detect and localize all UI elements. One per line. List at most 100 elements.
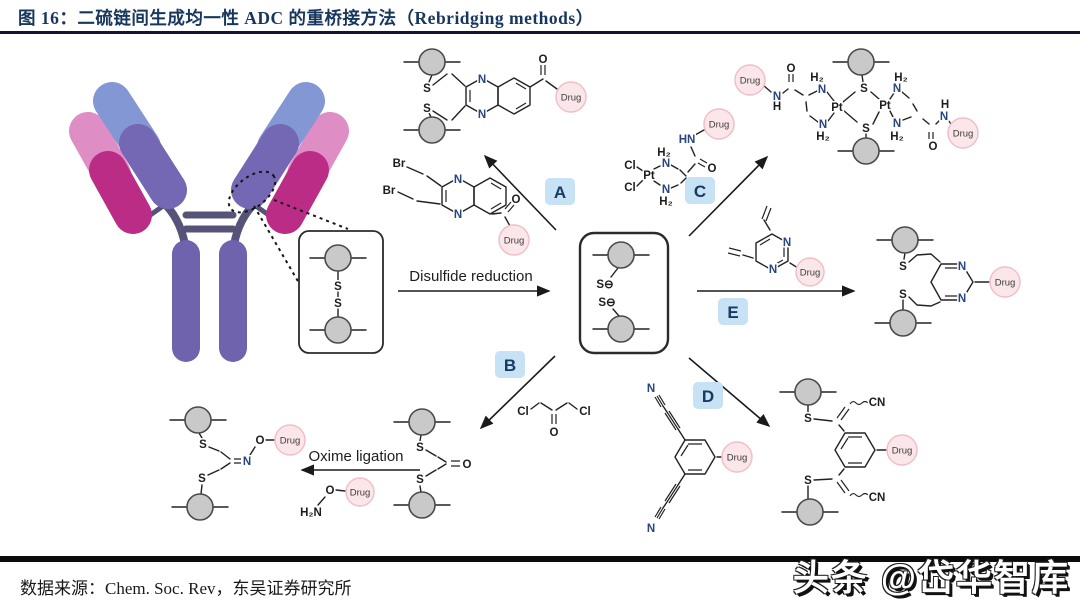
atom-labels: S⊖S⊖SSSSNNOBrBrNNOClClPtH₂NNH₂HNOONHH₂NN…	[197, 53, 968, 537]
e-reagent-vinyl-doubles	[727, 205, 772, 257]
atom-label: Cl	[624, 160, 636, 172]
atom-label: Br	[393, 158, 406, 170]
drug-node	[498, 224, 530, 256]
atom-label: H₂N	[300, 507, 322, 519]
drug-node	[989, 266, 1021, 298]
drug-label: Drug	[800, 268, 821, 279]
d-product-squiggle-bond	[849, 492, 869, 498]
antibody-chain-node	[889, 309, 917, 337]
hub-bonds	[610, 267, 620, 317]
antibody-chain-node	[796, 498, 824, 526]
pathway-badge-d	[693, 382, 723, 409]
reaction-arrows: Disulfide reduction Oxime ligation	[300, 154, 856, 476]
e-product-ring-doubles	[945, 267, 959, 297]
atom-label: O	[512, 194, 521, 206]
antibody-chain-node	[891, 226, 919, 254]
atom-label: S	[899, 261, 907, 273]
atom-label: S⊖	[598, 297, 616, 309]
drug-node	[274, 424, 306, 456]
atom-label: N	[783, 237, 791, 249]
d-reagent-triple-bonds	[654, 394, 681, 520]
atom-label: S	[860, 83, 868, 95]
drug-node	[555, 81, 587, 113]
atom-label: Cl	[579, 406, 591, 418]
atom-label: S	[423, 83, 431, 95]
atom-label: N	[893, 118, 901, 130]
antibody-chain-node	[418, 116, 446, 144]
atom-label: S	[804, 475, 812, 487]
drug-node	[703, 108, 735, 140]
atom-label: S	[862, 123, 870, 135]
e-reagent-ring-doubles	[759, 238, 785, 266]
antibody-chain-node	[607, 315, 635, 343]
atom-label: O	[539, 54, 548, 66]
title-divider	[0, 31, 1080, 34]
drug-label: Drug	[740, 76, 761, 87]
drug-label: Drug	[953, 129, 974, 140]
antibody-chain-node	[794, 378, 822, 406]
d-product-squiggle-bond	[849, 400, 869, 406]
pathway-badge-a	[545, 178, 575, 205]
atom-label: S	[423, 103, 431, 115]
a-reagent-bromomethyl-bonds	[397, 166, 442, 205]
atom-label: Cl	[624, 182, 636, 194]
pathway-letter: E	[727, 303, 738, 322]
e-product-bonds	[902, 252, 990, 311]
drug-payload-nodes: DrugDrugDrugDrugDrugDrugDrugDrugDrugDrug…	[274, 64, 1021, 507]
atom-label: O	[550, 427, 559, 439]
a-reagent-carbonyl	[491, 212, 511, 227]
antibody-fc-stem	[219, 240, 247, 362]
d-product-ring-doubles	[840, 436, 862, 464]
pathway-letter: C	[694, 182, 706, 201]
atom-label: N	[647, 523, 655, 535]
drug-label: Drug	[709, 120, 730, 131]
dichloroacetone-co-double	[551, 414, 557, 424]
b-product-cn-double	[234, 458, 241, 464]
atom-label: S	[416, 442, 424, 454]
c-product-co-doubles	[788, 74, 934, 139]
pathway-b-arrow	[479, 355, 556, 430]
atom-label: H₂	[659, 196, 672, 208]
antibody-chain-node	[324, 316, 352, 344]
atom-label: N	[647, 383, 655, 395]
drug-label: Drug	[561, 93, 582, 104]
drug-node	[721, 441, 753, 473]
atom-label: S	[198, 473, 206, 485]
hinge-zoom-annotation	[227, 170, 349, 284]
atom-label: S	[334, 281, 342, 293]
antibody-chain-node	[847, 48, 875, 76]
b-intermediate-bonds	[419, 434, 447, 493]
dichloroacetone-bonds	[530, 402, 578, 411]
drug-label: Drug	[892, 446, 913, 457]
pathway-b-structures	[198, 402, 578, 506]
inset-disulfide-box	[298, 230, 384, 354]
atom-label: N	[893, 83, 901, 95]
a-product-bonds	[428, 73, 466, 121]
atom-label: O	[256, 435, 265, 447]
a-reagent-co-double	[504, 201, 515, 213]
antibody-chain-node	[607, 241, 635, 269]
atom-label: HN	[679, 134, 696, 146]
antibody-chain-node	[408, 408, 436, 436]
oxime-reagent-bonds	[317, 489, 346, 506]
pathway-c-arrow	[688, 155, 769, 237]
atom-label: H₂	[816, 131, 829, 143]
atom-label: O	[787, 63, 796, 75]
antibody-light-chain-lower	[266, 151, 329, 234]
atom-label: H₂	[657, 147, 670, 159]
atom-label: S	[416, 474, 424, 486]
zoom-leader-line	[253, 205, 300, 284]
atom-label: S	[199, 439, 207, 451]
a-reagent-double-bonds	[445, 182, 502, 210]
b-product-bonds	[198, 432, 275, 495]
watermark: 头条 @岱华智库	[792, 557, 1070, 598]
drug-label: Drug	[727, 453, 748, 464]
atom-label: Br	[383, 185, 396, 197]
pathway-a-arrow	[483, 154, 557, 231]
pathway-a-structures	[397, 65, 558, 227]
atom-label: CN	[869, 397, 886, 409]
antibody-chain-node	[184, 406, 212, 434]
pathway-d-structures	[654, 394, 888, 520]
d-product-vinyl-doubles	[836, 406, 850, 494]
